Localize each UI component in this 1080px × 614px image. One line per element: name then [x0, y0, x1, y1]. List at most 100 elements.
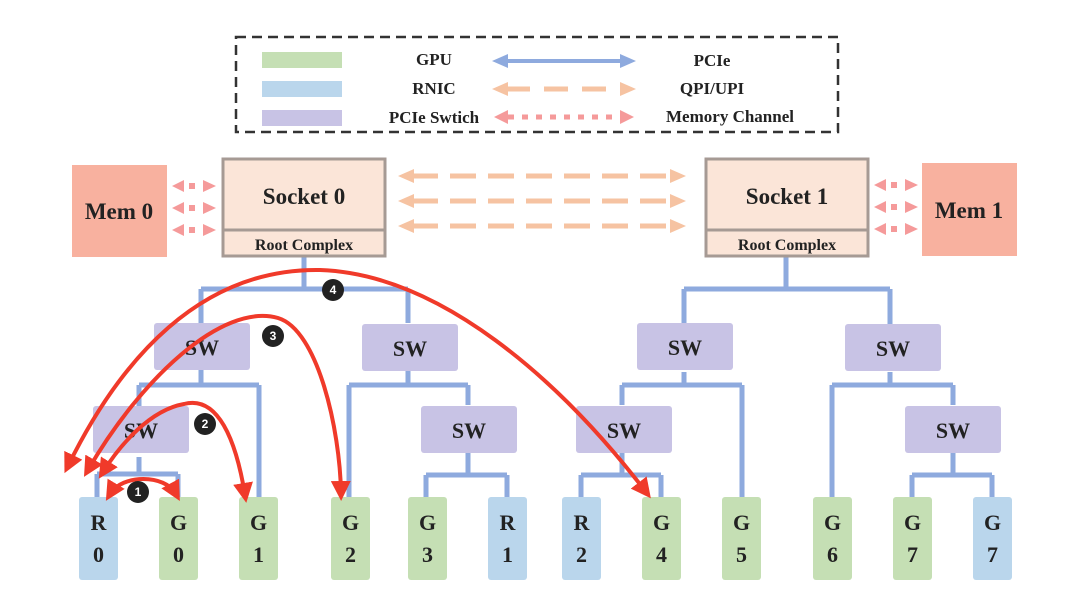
device-g6[interactable]: G6 [813, 497, 852, 580]
device-type-letter: G [653, 510, 670, 535]
pcie-switch[interactable]: SW [576, 406, 672, 453]
rnic-box [973, 497, 1012, 580]
legend-swatch-pcie-switch [262, 110, 342, 126]
device-type-letter: G [733, 510, 750, 535]
path-badges: 1 2 3 4 [127, 279, 344, 503]
device-index: 7 [987, 542, 998, 567]
pcie-switch-label: SW [393, 336, 427, 361]
qpi-link [398, 169, 686, 183]
path-badge-2: 2 [194, 413, 216, 435]
legend-pcie-link-icon [492, 54, 636, 68]
device-g7[interactable]: G7 [893, 497, 932, 580]
qpi-link [398, 194, 686, 208]
device-type-letter: G [170, 510, 187, 535]
memory-channel [172, 202, 216, 214]
memory-0[interactable]: Mem 0 [72, 165, 167, 257]
device-g4[interactable]: G4 [642, 497, 681, 580]
pcie-switch[interactable]: SW [421, 406, 517, 453]
pcie-switch[interactable]: SW [637, 323, 733, 370]
gpu-box [408, 497, 447, 580]
pcie-switches: SW SW SW SW SW SW SW SW [93, 323, 1001, 453]
pcie-switch[interactable]: SW [93, 406, 189, 453]
qpi-links [398, 169, 686, 233]
transfer-path-3 [83, 314, 351, 501]
device-index: 2 [345, 542, 356, 567]
socket-0[interactable]: Socket 0 Root Complex [221, 157, 387, 258]
pcie-switch[interactable]: SW [905, 406, 1001, 453]
rnic-box [488, 497, 527, 580]
pcie-link [136, 370, 262, 497]
device-g3[interactable]: G3 [408, 497, 447, 580]
gpu-box [893, 497, 932, 580]
memory-channel [874, 179, 918, 191]
device-index: 3 [422, 542, 433, 567]
path-badge-1: 1 [127, 481, 149, 503]
pcie-switch-label: SW [936, 418, 970, 443]
pcie-link [423, 452, 510, 497]
pcie-link [909, 452, 995, 497]
socket-1-root-complex: Root Complex [738, 237, 836, 254]
legend-memory-link-icon [494, 110, 634, 124]
legend-label-pcie: PCIe [694, 51, 731, 70]
device-r3[interactable]: G7 [973, 497, 1012, 580]
gpu-box [642, 497, 681, 580]
transfer-paths [64, 267, 651, 503]
legend-label-memory-channel: Memory Channel [666, 107, 794, 126]
legend-label-rnic: RNIC [412, 79, 455, 98]
device-type-letter: R [574, 510, 591, 535]
pcie-link [829, 372, 956, 497]
device-index: 0 [173, 542, 184, 567]
device-index: 0 [93, 542, 104, 567]
pcie-switch[interactable]: SW [845, 324, 941, 371]
device-index: 6 [827, 542, 838, 567]
path-badge-1-label: 1 [135, 485, 142, 499]
device-type-letter: G [250, 510, 267, 535]
gpu-box [331, 497, 370, 580]
rnic-box [79, 497, 118, 580]
pcie-links [94, 256, 995, 497]
transfer-path-2 [98, 400, 253, 503]
gpu-box [813, 497, 852, 580]
memory-0-label: Mem 0 [85, 199, 153, 224]
legend-qpi-link-icon [492, 82, 636, 96]
memory-channel [874, 223, 918, 235]
socket-0-label: Socket 0 [263, 184, 345, 209]
pcie-switch-label: SW [607, 418, 641, 443]
device-g5[interactable]: G5 [722, 497, 761, 580]
legend-swatch-rnic [262, 81, 342, 97]
pcie-switch-label: SW [668, 335, 702, 360]
path-badge-4-label: 4 [330, 283, 337, 297]
device-index: 1 [253, 542, 264, 567]
device-g0[interactable]: G0 [159, 497, 198, 580]
pcie-link [619, 372, 745, 497]
device-g1[interactable]: G1 [239, 497, 278, 580]
pcie-switch-label: SW [452, 418, 486, 443]
socket-1-label: Socket 1 [746, 184, 828, 209]
legend-label-pcie-switch: PCIe Swtich [389, 108, 480, 127]
pcie-switch-label: SW [876, 336, 910, 361]
device-index: 7 [907, 542, 918, 567]
device-r2[interactable]: R2 [562, 497, 601, 580]
transfer-path-4 [64, 267, 651, 499]
device-r1[interactable]: R1 [488, 497, 527, 580]
legend-label-gpu: GPU [416, 50, 452, 69]
memory-1[interactable]: Mem 1 [922, 163, 1017, 256]
socket-1[interactable]: Socket 1 Root Complex [704, 157, 870, 258]
legend-border [234, 35, 840, 134]
rnic-box [562, 497, 601, 580]
device-index: 5 [736, 542, 747, 567]
device-type-letter: R [91, 510, 108, 535]
device-type-letter: G [904, 510, 921, 535]
memory-channels-socket0 [172, 180, 216, 236]
pcie-switch[interactable]: SW [362, 324, 458, 371]
device-r0[interactable]: R0 [79, 497, 118, 580]
device-g2[interactable]: G2 [331, 497, 370, 580]
memory-1-label: Mem 1 [935, 198, 1003, 223]
memory-channel [172, 180, 216, 192]
legend: GPU RNIC PCIe Swtich PCIe QPI/UPI Memory… [234, 35, 840, 134]
device-type-letter: G [984, 510, 1001, 535]
memory-channel [172, 224, 216, 236]
legend-swatch-gpu [262, 52, 342, 68]
